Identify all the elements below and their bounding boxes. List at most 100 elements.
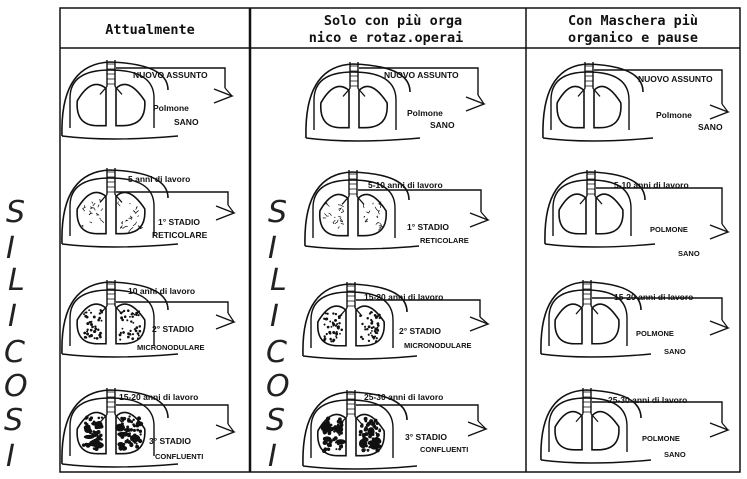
col1-row2-top: 5 anni di lavoro [128,174,190,184]
arrow-icon [710,225,728,239]
left-lung [555,412,582,450]
col2-row2-top: 5-10 anni di lavoro [368,180,443,190]
arrow-icon [214,89,232,103]
col3-row4-b1: POLMONE [642,434,680,443]
side-letter: C [4,335,25,370]
col2-row1-b2: SANO [430,120,455,130]
arrow-icon [470,213,488,227]
side-letter: I [268,231,277,266]
chest-base [541,354,651,357]
chest-inner [70,290,154,346]
right-lung [116,304,145,344]
col2-row3-b1: 2° STADIO [399,326,441,336]
col3-row4-top: 25-30 anni di lavoro [608,395,687,405]
col1-row2-b2: RETICOLARE [152,230,208,240]
bronchi [343,88,365,96]
right-lung [592,304,619,344]
col3-row3-b1: POLMONE [636,329,674,338]
col2-row2-b1: 1° STADIO [407,222,449,232]
side-letter: I [8,299,17,334]
col1-row4-top: 15-20 anni di lavoro [119,392,198,402]
left-lung [320,194,348,235]
left-lung [321,86,349,127]
col2-row4-top: 25-30 anni di lavoro [364,392,443,402]
arrow-icon [216,206,234,220]
right-lung [116,84,145,125]
side-letter: S [4,403,23,438]
col3-row2-b2: SANO [678,249,700,258]
bronchi [580,196,602,204]
bronchi [100,86,122,94]
side-letter: I [6,439,15,474]
col1-row1-b1: Polmone [153,103,189,113]
chest-base [306,138,420,141]
bronchi [340,416,362,424]
col1-labels: NUOVO ASSUNTO Polmone SANO 5 anni di lav… [119,70,208,461]
side-letter: S [6,195,25,230]
chest-base [62,354,178,357]
side-letter: I [270,299,279,334]
side-letter: C [266,335,287,370]
chest-base [543,138,653,141]
header-col3-line2: organico e pause [568,30,698,46]
right-lung [592,412,619,450]
col1-row3-top: 10 anni di lavoro [128,286,195,296]
leader-line [596,188,722,224]
header-col3-line1: Con Maschera più [568,13,698,29]
side-letter: S [266,403,285,438]
col2-row4-b1: 3° STADIO [405,432,447,442]
bronchi [578,88,600,96]
bronchi [576,306,598,314]
chest-base [303,466,417,469]
right-lung [596,194,623,234]
arrow-icon [710,321,728,335]
col1-row3-b1: 2° STADIO [152,324,194,334]
arrow-icon [468,422,486,436]
side-word-middle: S I L I C O S I [266,195,290,474]
col2-row3-top: 15-20 anni di lavoro [364,292,443,302]
chest-base [305,246,419,249]
col3-row2-b1: POLMONE [650,225,688,234]
arrow-icon [710,423,728,437]
col3-row2-top: 5-10 anni di lavoro [614,180,689,190]
header-col2-line2: nico e rotaz.operai [309,30,463,46]
leader-line [592,402,722,423]
chest-base [303,356,417,359]
side-letter: I [6,231,15,266]
right-lung [594,86,621,127]
col3-labels: NUOVO ASSUNTO Polmone SANO 5-10 anni di … [608,74,723,459]
col3-row3-top: 15-20 anni di lavoro [614,292,693,302]
bronchi [100,414,122,422]
side-letter: S [268,195,287,230]
col2-row4-b2: CONFLUENTI [420,445,468,454]
left-lung [555,304,582,344]
arrow-icon [470,317,488,331]
chest-base [62,136,178,139]
bronchi [576,414,598,422]
col2-row1-top: NUOVO ASSUNTO [384,70,459,80]
col1-row3-b2: MICRONODULARE [137,343,205,352]
col3-row3-b2: SANO [664,347,686,356]
side-letter: L [270,263,287,298]
bronchi [100,306,122,314]
leader-line [116,192,228,205]
side-letter: O [266,369,290,404]
arrow-icon [216,425,234,439]
header-col2-line1: Solo con più orga [324,13,462,29]
bronchi [340,308,362,316]
side-letter: O [4,369,28,404]
left-lung [318,306,346,346]
chest-base [545,244,655,247]
header-col1: Attualmente [105,22,194,38]
col3-row1-b2: SANO [698,122,723,132]
chest-base [62,244,178,247]
side-word-left: S I L I C O S I [4,195,28,474]
chest-base [541,460,651,463]
col3-row4-b2: SANO [664,450,686,459]
bronchi [100,194,122,202]
chest-base [62,464,178,467]
right-lung [359,86,387,127]
left-lung [559,194,586,234]
col2-row2-b2: RETICOLARE [420,236,469,245]
